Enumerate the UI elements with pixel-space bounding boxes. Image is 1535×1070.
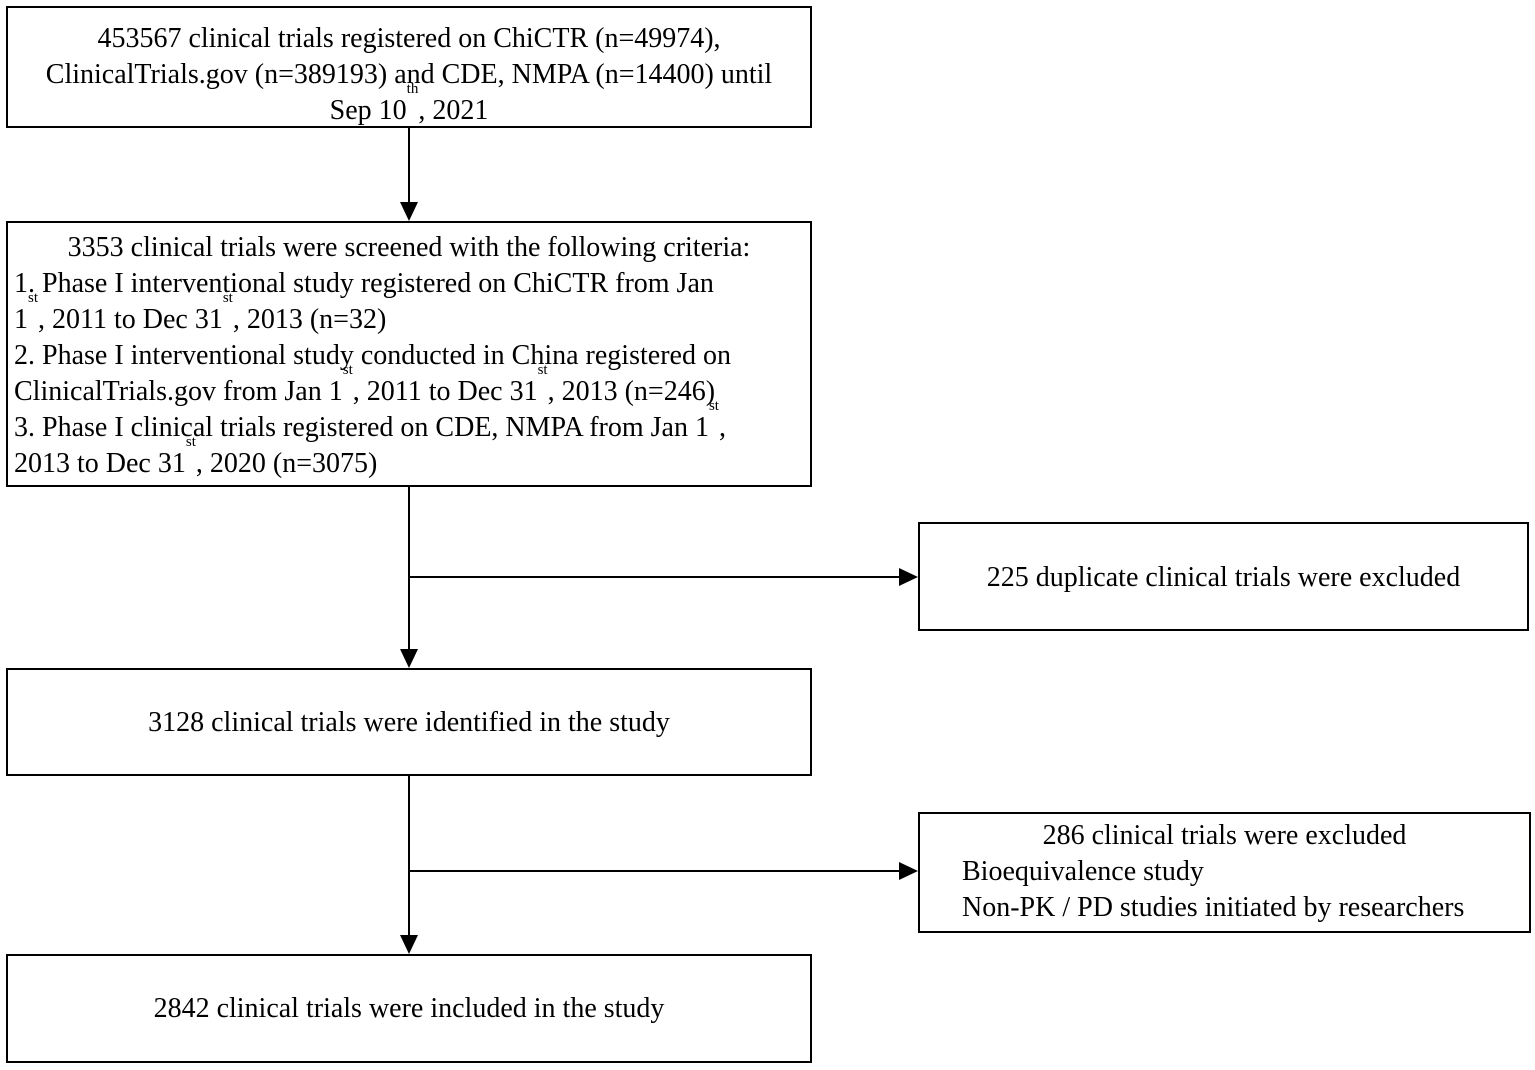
box5-title: 286 clinical trials were excluded [1042,820,1407,851]
box2-heading: 3353 clinical trials were screened with … [67,232,751,263]
duplicates-excluded-box: 225 duplicate clinical trials were exclu… [918,522,1529,631]
criterion-1-line1: 1. Phase I interventional study register… [14,268,714,299]
included-trials-box: 2842 clinical trials were included in th… [6,954,812,1063]
screening-criteria-box: 3353 clinical trials were screened with … [6,221,812,487]
criterion-3-line1: 3. Phase I clinical trials registered on… [14,398,726,444]
box1-line1: 453567 clinical trials registered on Chi… [97,23,721,54]
box3-text: 225 duplicate clinical trials were exclu… [986,562,1461,593]
registered-trials-box: 453567 clinical trials registered on Chi… [6,6,812,128]
box1-line2: ClinicalTrials.gov (n=389193) and CDE, N… [45,59,773,90]
exclusion-item: Non-PK / PD studies initiated by researc… [962,892,1465,923]
box4-text: 3128 clinical trials were identified in … [148,707,670,738]
exclusion-item: Bioequivalence study [962,856,1204,887]
excluded-trials-box: 286 clinical trials were excluded Bioequ… [918,812,1531,933]
criterion-3-line2: 2013 to Dec 31st, 2020 (n=3075) [14,434,378,480]
box6-text: 2842 clinical trials were included in th… [153,993,665,1024]
criterion-2-line2: ClinicalTrials.gov from Jan 1st, 2011 to… [14,362,716,408]
criterion-2-line1: 2. Phase I interventional study conducte… [14,340,731,371]
box1-line3: Sep 10th, 2021 [329,81,489,127]
identified-trials-box: 3128 clinical trials were identified in … [6,668,812,776]
criterion-1-line2: 1st, 2011 to Dec 31st, 2013 (n=32) [14,290,387,336]
